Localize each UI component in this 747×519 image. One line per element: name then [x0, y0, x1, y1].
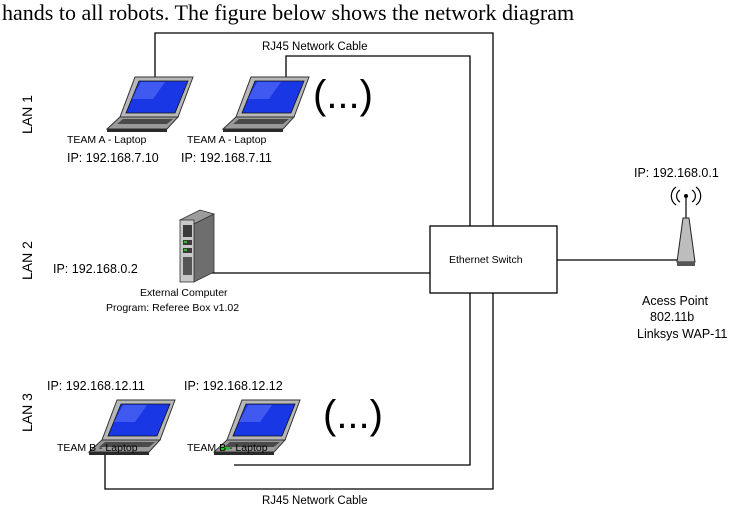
cable-label-bottom: RJ45 Network Cable: [262, 495, 367, 507]
cable-laptop-a1: [154, 32, 494, 226]
laptop-icon: [106, 76, 194, 133]
lan3-laptop-1-name: TEAM B - Laptop: [57, 442, 138, 454]
cable-label-top: RJ45 Network Cable: [262, 41, 367, 53]
cable-laptop-b1: [104, 293, 494, 490]
intro-text-fragment: hands to all robots. The figure below sh…: [2, 0, 574, 25]
lan1-laptop-1-name: TEAM A - Laptop: [67, 134, 147, 146]
access-point-line3: Linksys WAP-11: [637, 327, 727, 341]
lan1-laptop-2-ip: IP: 192.168.7.11: [181, 151, 272, 165]
lan1-laptop-2-name: TEAM A - Laptop: [187, 134, 267, 146]
lan-label-2: LAN 2: [19, 241, 35, 280]
access-point-ip: IP: 192.168.0.1: [634, 166, 719, 180]
lan1-laptop-1-ip: IP: 192.168.7.10: [67, 151, 159, 165]
lan3-laptop-2-ip: IP: 192.168.12.12: [184, 379, 283, 393]
external-computer-ip: IP: 192.168.0.2: [53, 262, 138, 276]
network-cables: [104, 32, 685, 490]
laptop-status-led: [219, 447, 229, 450]
lan3-laptop-1-ip: IP: 192.168.12.11: [47, 379, 145, 393]
lan1-more-ellipsis: (...): [313, 73, 373, 117]
lan-label-1: LAN 1: [19, 95, 35, 134]
access-point-line1: Acess Point: [642, 294, 709, 308]
ethernet-switch: [429, 225, 558, 294]
laptop-icon: [222, 76, 310, 133]
access-point-line2: 802.11b: [650, 310, 694, 324]
wireless-antenna-icon: [670, 186, 702, 266]
lan3-more-ellipsis: (...): [323, 393, 383, 437]
external-computer-program: Program: Referee Box v1.02: [106, 302, 239, 314]
server-tower-icon: [178, 209, 216, 283]
cable-laptop-a2: [285, 55, 471, 226]
ethernet-switch-label: Ethernet Switch: [449, 254, 523, 266]
cable-laptop-b2: [234, 293, 471, 466]
external-computer-name: External Computer: [140, 287, 228, 299]
lan-label-3: LAN 3: [19, 393, 35, 432]
lan3-laptop-2-name: TEAM B - Laptop: [187, 442, 268, 454]
